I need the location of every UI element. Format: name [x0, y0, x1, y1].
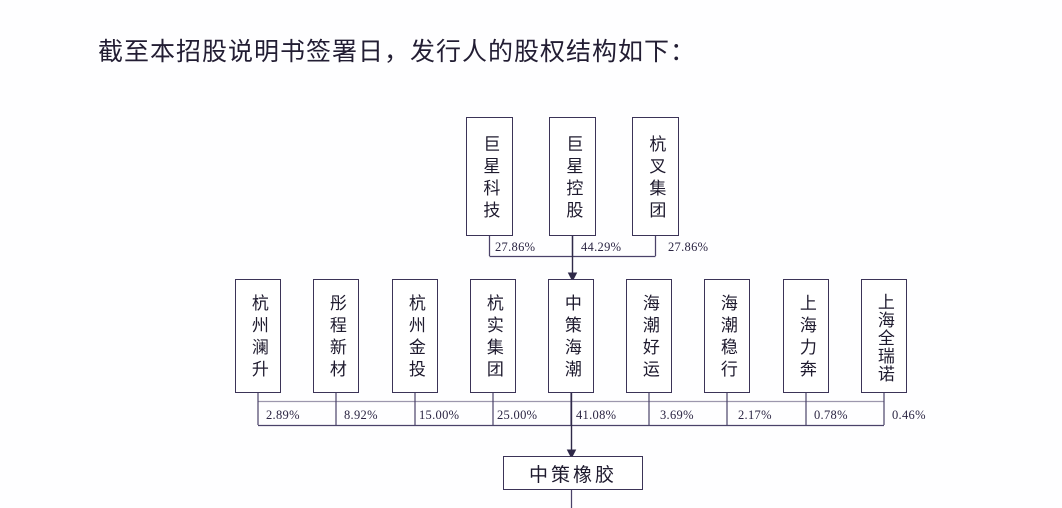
node-label: 巨星科技: [480, 134, 500, 223]
node-hangzhou-lansheng[interactable]: 杭州澜升: [235, 279, 281, 393]
node-label: 海潮好运: [639, 294, 659, 382]
node-shanghai-quanruinuo[interactable]: 上海全瑞诺: [861, 279, 907, 393]
percent-hangzhou-lansheng: 2.89%: [266, 408, 300, 422]
node-zhongce-xiangjiao[interactable]: 中策橡胶: [503, 456, 643, 490]
node-label: 中策橡胶: [528, 464, 617, 486]
node-label: 中策海潮: [561, 294, 581, 382]
node-zhongce-haichao[interactable]: 中策海潮: [548, 279, 594, 393]
node-tongcheng-xincai[interactable]: 彤程新材: [313, 279, 359, 393]
node-hangshi-jituan[interactable]: 杭实集团: [470, 279, 516, 393]
node-label: 杭州澜升: [248, 294, 268, 382]
percent-tongcheng-xincai: 8.92%: [344, 408, 378, 422]
node-label: 彤程新材: [326, 294, 346, 382]
percent-juxing-keji: 27.86%: [495, 240, 536, 254]
percent-haichao-wenxing: 2.17%: [738, 408, 772, 422]
node-label: 巨星控股: [563, 134, 583, 223]
node-label: 上海全瑞诺: [874, 293, 894, 383]
percent-haichao-haoyun: 3.69%: [660, 408, 694, 422]
node-juxing-konggu[interactable]: 巨星控股: [549, 117, 596, 236]
percent-hangcha-jituan: 27.86%: [668, 240, 709, 254]
percent-hangshi-jituan: 25.00%: [497, 408, 538, 422]
node-shanghai-liben[interactable]: 上海力奔: [783, 279, 829, 393]
node-juxing-keji[interactable]: 巨星科技: [466, 117, 513, 236]
percent-hangzhou-jintou: 15.00%: [419, 408, 460, 422]
page-title: 截至本招股说明书签署日，发行人的股权结构如下：: [98, 39, 697, 66]
percent-juxing-konggu: 44.29%: [581, 240, 622, 254]
node-haichao-wenxing[interactable]: 海潮稳行: [704, 279, 750, 393]
percent-shanghai-liben: 0.78%: [814, 408, 848, 422]
percent-zhongce-haichao: 41.08%: [576, 408, 617, 422]
node-label: 杭实集团: [483, 294, 503, 382]
node-label: 海潮稳行: [717, 294, 737, 382]
node-label: 杭叉集团: [646, 134, 666, 223]
node-label: 杭州金投: [405, 294, 425, 382]
node-hangcha-jituan[interactable]: 杭叉集团: [632, 117, 679, 236]
node-haichao-haoyun[interactable]: 海潮好运: [626, 279, 672, 393]
node-label: 上海力奔: [796, 294, 816, 382]
percent-shanghai-quanruinuo: 0.46%: [892, 408, 926, 422]
node-hangzhou-jintou[interactable]: 杭州金投: [392, 279, 438, 393]
